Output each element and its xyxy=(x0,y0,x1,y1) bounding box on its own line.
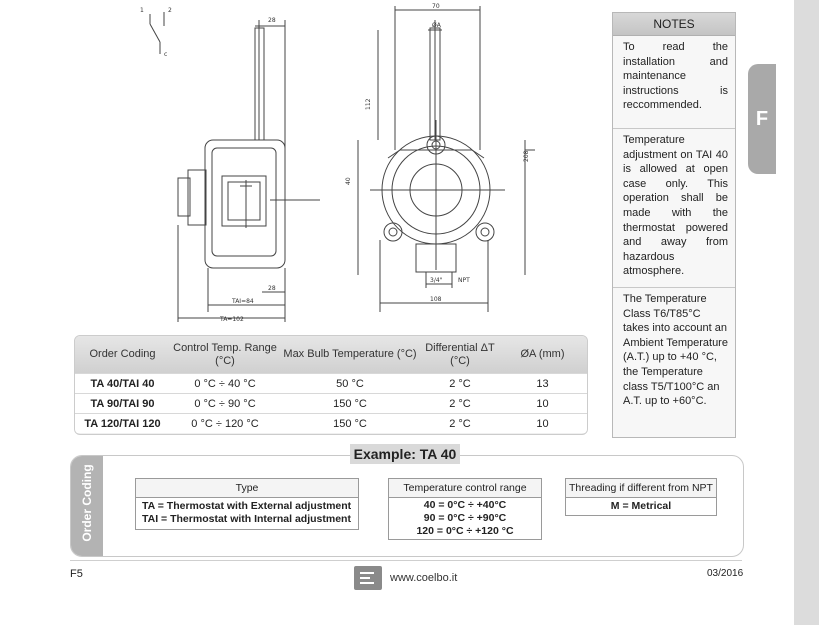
notes-panel: NOTES To read the installation and maint… xyxy=(612,12,736,438)
order-coding-box: Order Coding Type TA = Thermostat with E… xyxy=(70,455,744,557)
cell-diameter: 10 xyxy=(536,397,549,410)
dim-thread: 3/4" xyxy=(430,277,443,284)
dim-tai: TAI=84 xyxy=(231,298,254,305)
notes-title: NOTES xyxy=(613,13,735,36)
section-letter: F xyxy=(755,107,769,130)
dim-208: 208 xyxy=(523,150,530,162)
header-max-bulb: Max Bulb Temperature (°C) xyxy=(283,348,417,360)
table-row: TA 40/TAI 40 0 °C ÷ 40 °C 50 °C 2 °C 13 xyxy=(75,373,587,393)
cell-differential: 2 °C xyxy=(449,377,471,390)
type-row: TA = Thermostat with External adjustment xyxy=(142,500,352,512)
footer-divider xyxy=(70,560,742,561)
cell-code: TA 120/TAI 120 xyxy=(84,417,161,430)
dim-108: 108 xyxy=(430,296,442,303)
order-coding-side-tab: Order Coding xyxy=(71,456,103,556)
switch-c-label: c xyxy=(164,51,167,58)
header-diameter: ØA (mm) xyxy=(520,348,565,360)
dim-40: 40 xyxy=(345,177,352,185)
spec-table: Order Coding Control Temp. Range (°C) Ma… xyxy=(74,335,588,435)
website-link[interactable]: www.coelbo.it xyxy=(390,572,458,584)
note-item: To read the installation and maintenance… xyxy=(613,36,735,129)
header-differential: Differential ΔT (°C) xyxy=(425,341,495,367)
cell-differential: 2 °C xyxy=(449,397,471,410)
cell-range: 0 °C ÷ 120 °C xyxy=(191,417,259,430)
thread-row: M = Metrical xyxy=(610,500,672,512)
cell-max-bulb: 150 °C xyxy=(333,417,367,430)
example-title: Example: TA 40 xyxy=(350,444,460,464)
coelbo-logo-icon xyxy=(354,566,382,590)
note-item: The Temperature Class T6/T85°C takes int… xyxy=(623,293,728,408)
dim-npt: NPT xyxy=(458,277,470,284)
range-row: 120 = 0°C ÷ +120 °C xyxy=(416,525,514,537)
cell-code: TA 90/TAI 90 xyxy=(90,397,155,410)
dim-112: 112 xyxy=(365,98,372,110)
cell-range: 0 °C ÷ 40 °C xyxy=(194,377,256,390)
cell-diameter: 13 xyxy=(536,377,549,390)
type-box: Type TA = Thermostat with External adjus… xyxy=(135,478,359,530)
range-row: 90 = 0°C ÷ +90°C xyxy=(423,512,507,524)
cell-code: TA 40/TAI 40 xyxy=(90,377,155,390)
switch-pin2-label: 2 xyxy=(168,7,172,14)
switch-pin1-label: 1 xyxy=(140,7,144,14)
order-coding-side-label: Order Coding xyxy=(80,464,94,542)
cell-max-bulb: 50 °C xyxy=(336,377,364,390)
header-order-coding: Order Coding xyxy=(89,348,156,360)
cell-max-bulb: 150 °C xyxy=(333,397,367,410)
cell-range: 0 °C ÷ 90 °C xyxy=(194,397,256,410)
table-row: TA 90/TAI 90 0 °C ÷ 90 °C 150 °C 2 °C 10 xyxy=(75,393,587,413)
thread-box: Threading if different from NPT M = Metr… xyxy=(565,478,717,516)
dim-oa: ØA xyxy=(432,22,442,29)
cell-diameter: 10 xyxy=(536,417,549,430)
type-row: TAI = Thermostat with Internal adjustmen… xyxy=(142,513,351,525)
page-number: F5 xyxy=(70,568,83,580)
cell-differential: 2 °C xyxy=(449,417,471,430)
note-item: Temperature adjustment on TAI 40 is allo… xyxy=(613,129,735,288)
header-temp-range: Control Temp. Range (°C) xyxy=(173,341,277,367)
type-title: Type xyxy=(136,479,358,498)
page-edge xyxy=(794,0,819,625)
technical-drawing: 1 2 c 28 28 TAI=84 TA=102 70 ØA 112 40 2… xyxy=(140,3,535,323)
section-tab: F xyxy=(748,64,776,174)
dim-28-bottom: 28 xyxy=(268,285,276,292)
range-row: 40 = 0°C ÷ +40°C xyxy=(423,499,507,511)
range-title: Temperature control range xyxy=(389,479,541,498)
range-box: Temperature control range 40 = 0°C ÷ +40… xyxy=(388,478,542,540)
table-row: TA 120/TAI 120 0 °C ÷ 120 °C 150 °C 2 °C… xyxy=(75,413,587,433)
spec-table-header: Order Coding Control Temp. Range (°C) Ma… xyxy=(75,336,587,373)
thread-title: Threading if different from NPT xyxy=(566,479,716,498)
dim-70: 70 xyxy=(432,3,440,10)
publication-date: 03/2016 xyxy=(707,568,744,579)
dim-28-top: 28 xyxy=(268,17,276,24)
dim-ta: TA=102 xyxy=(219,316,244,323)
